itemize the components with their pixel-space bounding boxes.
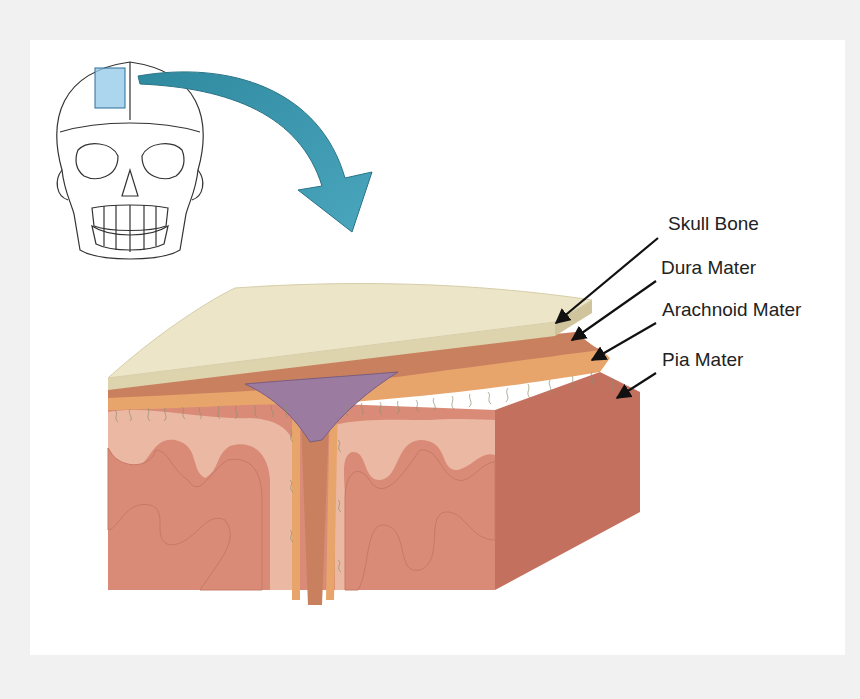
zoom-arrow xyxy=(138,72,372,232)
region-marker xyxy=(95,68,125,108)
arachnoid-trabeculae xyxy=(115,372,629,572)
part-label: Arachnoid Mater xyxy=(662,299,801,322)
skull-icon xyxy=(57,62,203,259)
brain-side xyxy=(495,372,640,590)
part-label: Skull Bone xyxy=(668,213,759,236)
bone-top xyxy=(108,284,592,378)
venous-sinus xyxy=(245,372,398,442)
part-label: Pia Mater xyxy=(662,349,743,372)
part-label: Dura Mater xyxy=(661,257,756,280)
cortex-left xyxy=(108,410,298,590)
leader-lines xyxy=(556,238,658,398)
